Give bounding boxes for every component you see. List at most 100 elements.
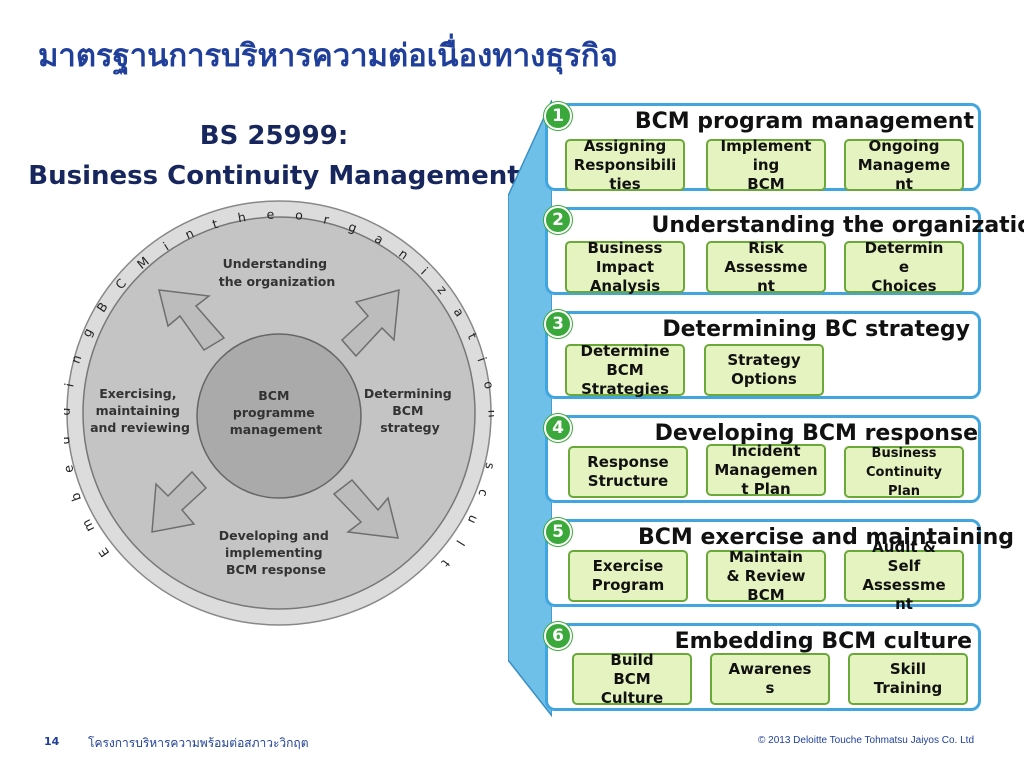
funnel-shape: [508, 100, 552, 718]
bs-title-line1: BS 25999:: [199, 121, 349, 151]
section-bcm-exercise-maintaining: BCM exercise and maintaining Exercise Pr…: [544, 518, 1014, 613]
left-line: and reviewing: [90, 420, 190, 435]
box-line: BCM: [747, 585, 785, 604]
section-title: Developing BCM response: [654, 421, 978, 446]
section-bcm-program-management: BCM program management Assigning Respons…: [544, 102, 981, 193]
box-awareness: Awarenes s: [710, 653, 830, 705]
box-strategy-options: Strategy Options: [704, 344, 824, 396]
box-line: Assessme: [724, 257, 808, 276]
box-line: Maintain: [729, 547, 803, 566]
box-line: e: [898, 257, 910, 276]
box-determine-bcm-strategies: Determine BCM Strategies: [565, 341, 685, 398]
box-line: BCM: [606, 360, 644, 379]
step-badge: 3: [544, 310, 572, 338]
box-line: Business: [871, 445, 937, 461]
arrow-bottom-left: [151, 470, 208, 533]
box-line: & Review: [726, 566, 806, 585]
copyright: © 2013 Deloitte Touche Tohmatsu Jaiyos C…: [757, 735, 974, 746]
box-line: Skill: [889, 660, 927, 678]
center-line: management: [230, 422, 323, 437]
box-line: Self: [887, 557, 921, 575]
center-line: programme: [233, 405, 315, 420]
box-line: BCM: [613, 669, 651, 688]
box-determine-choices: Determin e Choices: [844, 238, 964, 295]
box-line: Exercise: [592, 557, 664, 575]
right-line: strategy: [380, 420, 440, 435]
wheel-left-label: Exercising, maintaining and reviewing: [90, 386, 190, 435]
right-line: Determining: [364, 386, 452, 401]
box-line: Risk: [748, 238, 784, 257]
top-line: Understanding: [223, 256, 327, 271]
box-line: ties: [609, 174, 641, 193]
bs-title: BS 25999: Business Continuity Management: [0, 116, 548, 196]
box-maintain-review-bcm: Maintain & Review BCM: [706, 547, 826, 604]
box-line: Implement: [720, 136, 812, 155]
bottom-line: implementing: [225, 545, 323, 560]
box-line: t Plan: [741, 479, 791, 498]
box-line: Ongoing: [868, 136, 940, 155]
box-line: nt: [757, 276, 775, 295]
box-line: Impact: [595, 257, 655, 276]
box-line: Structure: [587, 472, 669, 490]
box-incident-management-plan: Incident Managemen t Plan: [706, 441, 826, 498]
section-determining-bc-strategy: Determining BC strategy Determine BCM St…: [544, 310, 981, 399]
box-ongoing-management: Ongoing Manageme nt: [844, 136, 964, 193]
bcm-lifecycle-wheel: E m b e d d i n g B C M i n t h e o r g …: [64, 198, 494, 626]
section-title: Determining BC strategy: [662, 317, 970, 342]
box-line: nt: [895, 595, 913, 613]
step-badge: 2: [544, 206, 572, 234]
box-line: Determin: [864, 238, 944, 257]
section-title: BCM exercise and maintaining: [637, 525, 1014, 550]
section-embedding-bcm-culture: Embedding BCM culture Build BCM Culture …: [544, 622, 981, 711]
section-developing-bcm-response: Developing BCM response Response Structu…: [544, 414, 981, 503]
box-line: Build: [610, 650, 654, 669]
section-title: Embedding BCM culture: [674, 629, 972, 654]
left-line: maintaining: [96, 403, 180, 418]
section-title: Understanding the organization: [651, 213, 1024, 238]
step-badge: 4: [544, 414, 572, 442]
wheel-center-label: BCM programme management: [230, 388, 323, 437]
box-exercise-program: Exercise Program: [568, 550, 688, 602]
box-line: Managemen: [714, 460, 818, 479]
box-audit-self-assessment: Audit & Self Assessme nt: [844, 538, 964, 613]
slide-title: มาตรฐานการบริหารความต่อเนื่องทางธุรกิจ: [38, 38, 618, 74]
box-response-structure: Response Structure: [568, 446, 688, 498]
box-implementing-bcm: Implement ing BCM: [706, 136, 826, 193]
box-assigning-responsibilities: Assigning Responsibili ties: [565, 136, 685, 193]
box-line: Choices: [871, 276, 937, 295]
box-business-impact-analysis: Business Impact Analysis: [565, 238, 685, 295]
box-line: Incident: [731, 441, 801, 460]
box-line: s: [765, 679, 775, 697]
box-line: Program: [591, 576, 665, 594]
arrow-top-right: [340, 288, 400, 358]
box-line: Strategies: [581, 379, 669, 398]
wheel-top-label: Understanding the organization: [219, 256, 335, 289]
section-title: BCM program management: [634, 109, 974, 134]
box-line: Options: [731, 370, 797, 388]
box-line: Awarenes: [728, 660, 812, 678]
box-line: Determine: [580, 341, 670, 360]
box-line: ing: [752, 155, 780, 174]
wheel-right-label: Determining BCM strategy: [364, 386, 456, 435]
box-line: Assigning: [583, 136, 667, 155]
box-build-bcm-culture: Build BCM Culture: [572, 650, 692, 707]
arrow-bottom-right: [332, 478, 399, 539]
box-line: Manageme: [857, 155, 951, 174]
bs-title-line2: Business Continuity Management: [28, 161, 520, 191]
box-line: Training: [873, 679, 943, 697]
box-line: Plan: [887, 483, 920, 499]
box-line: Audit &: [872, 538, 936, 556]
page-number: 14: [44, 735, 60, 748]
step-badge: 1: [544, 102, 572, 130]
box-line: Assessme: [862, 576, 946, 594]
bottom-line: BCM response: [226, 562, 326, 577]
top-line: the organization: [219, 274, 335, 289]
wheel-bottom-label: Developing and implementing BCM response: [219, 528, 333, 577]
box-line: Strategy: [727, 351, 801, 369]
box-line: BCM: [747, 174, 785, 193]
step-badge: 6: [544, 622, 572, 650]
section-understanding-organization: Understanding the organization Business …: [544, 206, 1024, 295]
bottom-line: Developing and: [219, 528, 329, 543]
box-risk-assessment: Risk Assessme nt: [706, 238, 826, 295]
box-line: Business: [587, 238, 663, 257]
